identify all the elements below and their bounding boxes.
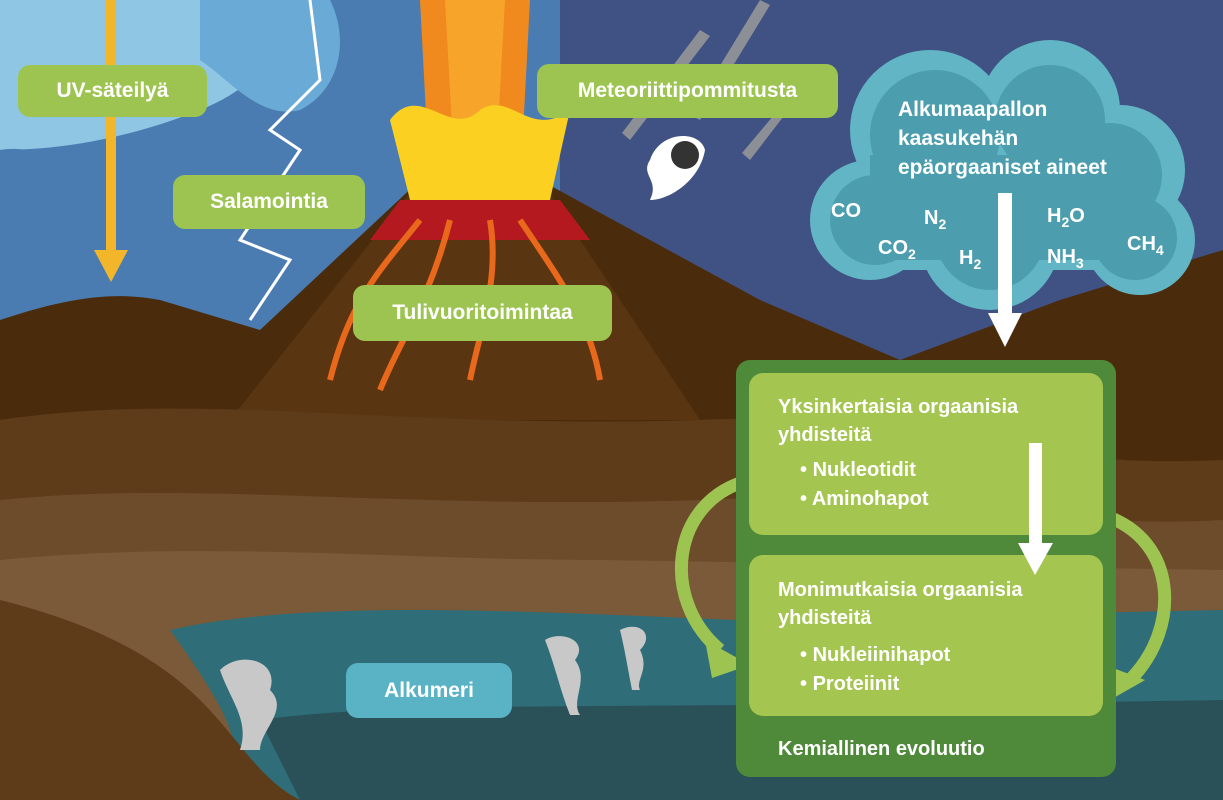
simple-compounds-list: Nukleotidit Aminohapot [800, 456, 929, 514]
gas-nh3: NH3 [1047, 246, 1084, 271]
title-line: epäorgaaniset aineet [898, 156, 1107, 179]
simple-compounds-title: Yksinkertaisia orgaanisia yhdisteitä [778, 393, 1018, 449]
list-item: Proteiinit [800, 670, 950, 699]
volcanism-label: Tulivuoritoimintaa [353, 285, 612, 341]
gas-ch4: CH4 [1127, 233, 1164, 258]
title-line: kaasukehän [898, 127, 1019, 150]
list-item: Nukleotidit [800, 456, 928, 485]
chemical-evolution-caption: Kemiallinen evoluutio [778, 738, 985, 760]
gas-co2: CO2 [878, 237, 916, 262]
complex-compounds-title: Monimutkaisia orgaanisia yhdisteitä [778, 576, 1023, 632]
atmosphere-title: Alkumaapallon kaasukehän epäorgaaniset a… [898, 95, 1107, 182]
uv-radiation-label: UV-säteilyä [18, 65, 207, 117]
primordial-ocean-label: Alkumeri [346, 663, 512, 718]
list-item: Aminohapot [800, 485, 929, 514]
list-item: Nukleiinihapot [800, 641, 951, 670]
title-line: Alkumaapallon [898, 98, 1048, 121]
meteorites-label: Meteoriittipommitusta [537, 64, 838, 118]
lightning-label: Salamointia [173, 175, 365, 229]
gas-n2: N2 [924, 207, 947, 232]
gas-h2: H2 [959, 247, 982, 272]
title-line: Yksinkertaisia orgaanisia [778, 396, 1019, 418]
title-line: Monimutkaisia orgaanisia [778, 579, 1023, 601]
complex-compounds-list: Nukleiinihapot Proteiinit [800, 641, 951, 699]
gas-co: CO [831, 200, 861, 222]
title-line: yhdisteitä [778, 424, 872, 446]
gas-h2o: H2O [1047, 205, 1085, 230]
title-line: yhdisteitä [778, 607, 872, 629]
